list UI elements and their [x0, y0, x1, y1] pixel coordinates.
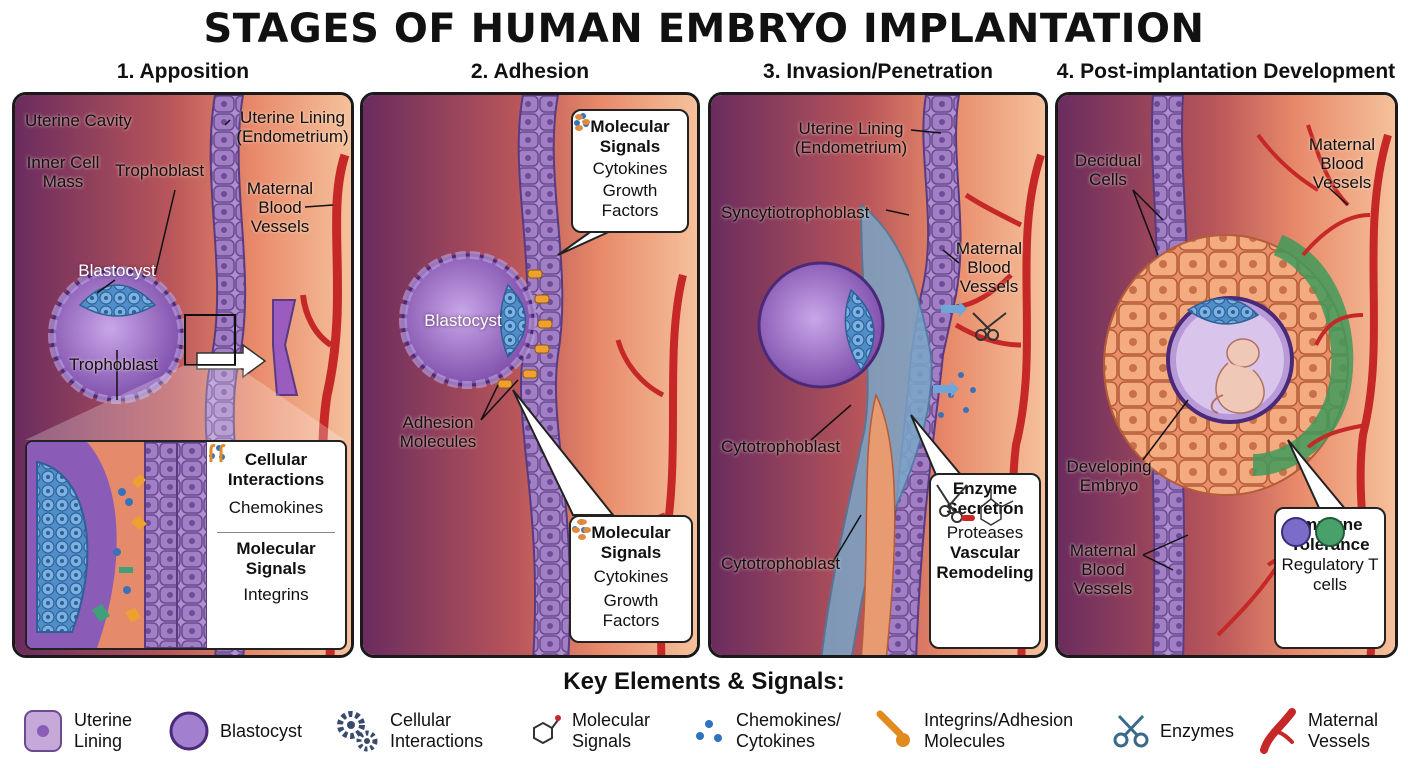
cell-fragment: [272, 299, 299, 396]
enzyme-scissors-icon: [972, 312, 1007, 341]
growth-factor-icon: [575, 114, 590, 131]
inset-chemokines: Chemokines: [228, 498, 324, 517]
legend-label-chemokines-cytokines: Chemokines/ Cytokines: [736, 710, 842, 751]
label-maternal-vessels: Maternal Blood Vessels: [955, 239, 1023, 296]
inner-cell-mass-shape: [499, 283, 527, 359]
label-cytotrophoblast-2: Cytotrophoblast: [721, 554, 841, 573]
callout-molecular-signals-bottom: Molecular Signals Cytokines Growth Facto…: [569, 515, 693, 643]
integrin-icon: [209, 444, 226, 462]
callout-proteases: Proteases: [946, 523, 1024, 542]
label-adhesion-molecules: Adhesion Molecules: [399, 413, 477, 451]
callout-regulatory-t-cells: Regulatory T cells: [1281, 555, 1379, 594]
post-implantation-illustration: [1058, 95, 1395, 655]
label-cytotrophoblast-1: Cytotrophoblast: [721, 437, 841, 456]
vessel-icon: [1260, 708, 1296, 754]
label-maternal-vessels-top: Maternal Blood Vessels: [1308, 135, 1376, 192]
inner-cell-mass-shape: [844, 288, 875, 372]
immune-tolerance-zone: [1252, 234, 1354, 476]
label-maternal-vessels-bottom: Maternal Blood Vessels: [1069, 541, 1137, 598]
callout-molecular-signals-top: Molecular Signals Cytokines Growth Facto…: [571, 109, 689, 233]
label-trophoblast-bottom: Trophoblast: [69, 355, 159, 374]
legend-label-maternal-vessels: Maternal Vessels: [1308, 710, 1379, 751]
legend-label-uterine-lining: Uterine Lining: [74, 710, 133, 751]
protease-scissors-molecule-icon: [936, 484, 1014, 526]
gears-icon: [337, 711, 378, 752]
zoom-box: [184, 314, 236, 366]
inner-cell-mass-shape: [78, 284, 157, 317]
inset-legend: Cellular Interactions Chemokines Molecul…: [207, 442, 345, 648]
label-trophoblast-top: Trophoblast: [115, 161, 205, 180]
panel-post-implantation: Decidual Cells Maternal Blood Vessels De…: [1055, 92, 1398, 658]
regulatory-t-cells-icon: [1281, 517, 1345, 547]
growth-factor-icon: [572, 519, 591, 540]
stage-heading-invasion: 3. Invasion/Penetration: [763, 60, 993, 83]
invasion-illustration: [711, 95, 1045, 655]
legend-item-molecular-signals: Molecular Signals: [524, 702, 662, 760]
callout-bottom-title: Molecular Signals: [591, 523, 671, 562]
label-syncytiotrophoblast: Syncytiotrophoblast: [721, 203, 870, 222]
legend-item-cellular-interactions: Cellular Interactions: [334, 702, 494, 760]
uterine-lining-band: [517, 95, 572, 655]
stage-heading-apposition: 1. Apposition: [116, 60, 250, 83]
legend-item-integrins-adhesion: Integrins/Adhesion Molecules: [874, 702, 1094, 760]
blastocyst-icon: [169, 711, 209, 751]
page-title: STAGES OF HUMAN EMBRYO IMPLANTATION: [203, 6, 1205, 52]
label-blastocyst: Blastocyst: [424, 311, 502, 330]
legend-item-chemokines-cytokines: Chemokines/ Cytokines: [692, 702, 852, 760]
legend-label-enzymes: Enzymes: [1160, 720, 1235, 741]
panel-apposition: Uterine Cavity Uterine Lining (Endometri…: [12, 92, 354, 658]
panel-adhesion: Blastocyst Adhesion Molecules Molecular …: [360, 92, 700, 658]
callout-immune-tolerance: Immune Tolerance Regulatory T cells: [1274, 507, 1386, 649]
callout-bottom-growth: Growth Factors: [602, 591, 660, 630]
callout-bottom-cytokines: Cytokines: [593, 567, 669, 586]
legend-item-enzymes: Enzymes: [1112, 702, 1234, 760]
legend-title: Key Elements & Signals:: [563, 668, 845, 695]
legend-label-molecular-signals: Molecular Signals: [572, 710, 651, 751]
legend-item-maternal-vessels: Maternal Vessels: [1258, 702, 1392, 760]
stage-heading-post-implantation: 4. Post-implantation Development: [1056, 60, 1396, 83]
apposition-arrow: [196, 343, 267, 379]
inset-cellular-title: Cellular Interactions: [227, 450, 325, 489]
uterine-lining-icon: [24, 710, 62, 752]
dots-icon: [696, 720, 722, 742]
callout-top-title: Molecular Signals: [590, 117, 670, 156]
inset-molecular-title: Molecular Signals: [236, 539, 316, 578]
legend-label-cellular-interactions: Cellular Interactions: [390, 710, 484, 751]
legend-item-blastocyst: Blastocyst: [168, 702, 302, 760]
label-maternal-vessels: Maternal Blood Vessels: [246, 179, 314, 236]
integrin-icon: [876, 710, 910, 747]
scissors-icon: [1113, 714, 1149, 748]
label-uterine-lining: Uterine Lining (Endometrium): [236, 108, 349, 146]
callout-enzyme-title: Enzyme Secretion: [946, 479, 1024, 518]
label-developing-embryo: Developing Embryo: [1066, 457, 1152, 495]
legend: Uterine Lining Blastocyst Cellular Inter…: [18, 702, 1398, 760]
callout-top-cytokines: Cytokines: [592, 159, 668, 178]
stage-heading-adhesion: 2. Adhesion: [470, 60, 590, 83]
label-uterine-cavity: Uterine Cavity: [25, 111, 132, 130]
embryo-shape: [1210, 338, 1265, 414]
callout-vascular-remodeling: Vascular Remodeling: [936, 543, 1034, 582]
legend-label-blastocyst: Blastocyst: [220, 720, 303, 741]
legend-item-uterine-lining: Uterine Lining: [22, 702, 148, 760]
label-inner-cell-mass: Inner Cell Mass: [26, 153, 100, 191]
callout-top-growth: Growth Factors: [601, 181, 659, 220]
callout-enzyme-secretion: Enzyme Secretion Proteases Vascular Remo…: [929, 473, 1041, 649]
panel-invasion: Uterine Lining (Endometrium) Syncytiotro…: [708, 92, 1048, 658]
label-uterine-lining: Uterine Lining (Endometrium): [794, 119, 908, 157]
inset-integrins: Integrins: [243, 585, 309, 604]
label-decidual-cells: Decidual Cells: [1074, 151, 1142, 189]
molecule-icon: [533, 715, 561, 745]
zoom-inset: Cellular Interactions Chemokines Molecul…: [25, 440, 347, 650]
legend-label-integrins-adhesion: Integrins/Adhesion Molecules: [924, 710, 1074, 751]
label-blastocyst: Blastocyst: [78, 261, 156, 280]
